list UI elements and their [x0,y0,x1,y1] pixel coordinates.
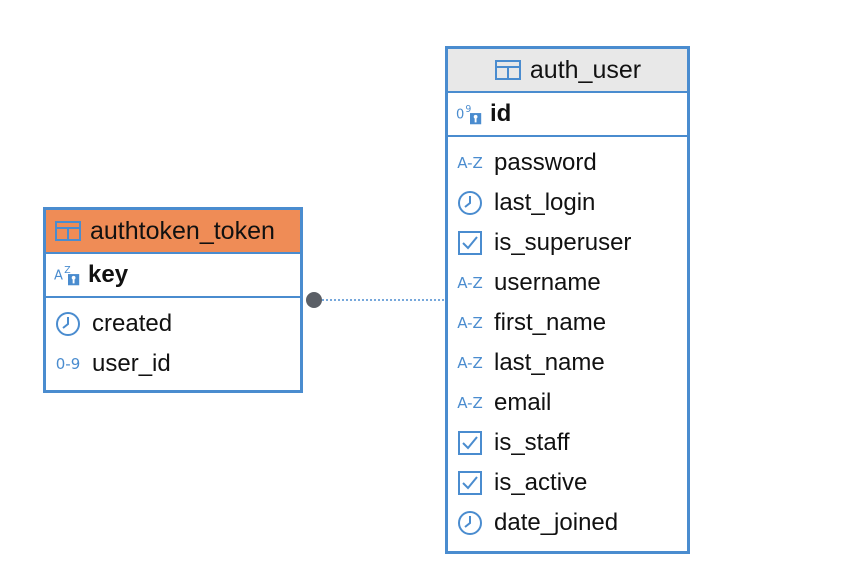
table-header[interactable]: auth_user [448,49,687,93]
text-icon: A-Z [457,154,483,172]
column-row[interactable]: date_joined [448,503,687,543]
column-row[interactable]: created [46,304,300,344]
svg-text:A: A [54,269,63,284]
table-grid-icon [494,56,522,84]
checkbox-icon [456,229,484,257]
column-row[interactable]: A-Z password [448,143,687,183]
column-name: email [494,389,552,416]
table-auth-user[interactable]: auth_user 0 9 id A-Z password last_login… [445,46,690,554]
table-grid-icon [54,217,82,245]
column-name: first_name [494,309,607,336]
column-name: is_active [494,469,588,496]
checkbox-icon [456,429,484,457]
primary-key-row[interactable]: A Z key [46,254,300,298]
table-title: authtoken_token [90,216,275,245]
column-row[interactable]: A-Z username [448,263,687,303]
clock-icon [456,509,484,537]
table-title: auth_user [529,55,642,84]
column-name: last_name [494,349,605,376]
column-name: username [494,269,601,296]
text-icon: A-Z [457,274,483,292]
column-row[interactable]: 0-9 user_id [46,344,300,384]
column-name: is_staff [494,429,570,456]
clock-icon [456,189,484,217]
column-name: password [494,149,597,176]
relationship-endpoint-dot [306,292,322,308]
column-row[interactable]: is_staff [448,423,687,463]
checkbox-icon [456,469,484,497]
column-name: key [88,261,129,288]
column-name: date_joined [494,509,619,536]
clock-icon [54,310,82,338]
column-row[interactable]: last_login [448,183,687,223]
primary-key-row[interactable]: 0 9 id [448,93,687,137]
table-authtoken-token[interactable]: authtoken_token A Z key created 0-9 user… [43,207,303,393]
svg-text:0: 0 [456,108,464,123]
column-name: last_login [494,189,596,216]
numeric-key-icon: 0 9 [456,100,484,128]
column-row[interactable]: is_superuser [448,223,687,263]
text-icon: A-Z [457,354,483,372]
table-header[interactable]: authtoken_token [46,210,300,254]
text-icon: A-Z [457,314,483,332]
column-name: created [92,310,173,337]
numeric-icon: 0-9 [55,355,81,373]
text-icon: A-Z [457,394,483,412]
text-key-icon: A Z [54,261,82,289]
column-name: id [490,100,512,127]
column-name: user_id [92,350,171,377]
svg-text:Z: Z [64,265,70,276]
column-name: is_superuser [494,229,632,256]
column-row[interactable]: is_active [448,463,687,503]
column-row[interactable]: A-Z email [448,383,687,423]
column-row[interactable]: A-Z first_name [448,303,687,343]
svg-text:9: 9 [465,104,471,115]
column-row[interactable]: A-Z last_name [448,343,687,383]
